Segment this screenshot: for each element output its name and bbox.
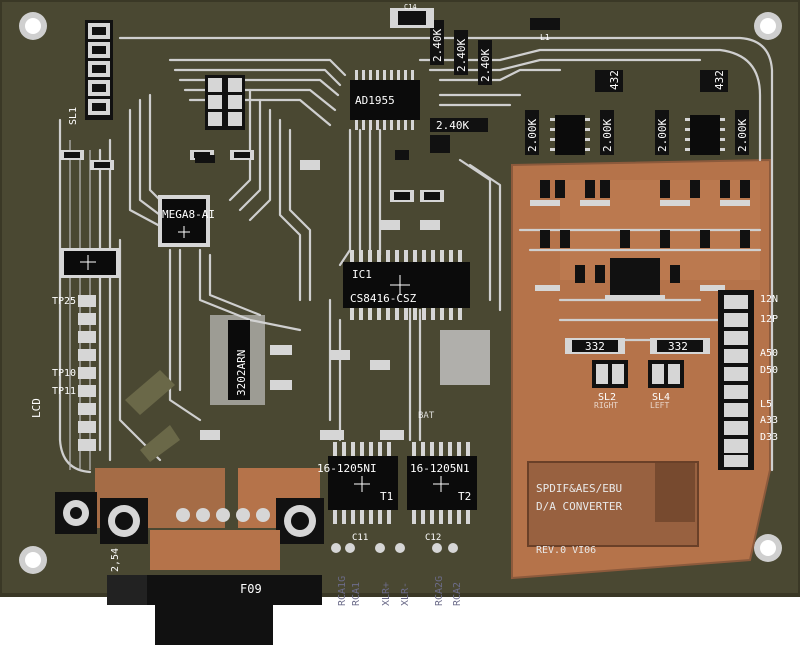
title-line-1: SPDIF&AES/EBU (536, 482, 622, 495)
connector-f09: F09 2,54 (107, 548, 322, 645)
header-pin-d50: D50 (760, 365, 778, 376)
t1-part-label: 16-1205NI (317, 462, 377, 475)
revision-label: REV.0 VI06 (536, 545, 596, 556)
res-240k-a: 2.40K (431, 29, 444, 62)
transformer-t2: 16-1205N1 T2 (407, 442, 477, 524)
smd-pads-analog (530, 200, 750, 300)
tp10-label: TP10 (52, 368, 76, 379)
c11-label: C11 (352, 533, 368, 543)
smd-components-digital (60, 135, 450, 440)
left-label: LEFT (650, 401, 669, 410)
header-pin-a33: A33 (760, 415, 778, 426)
usb-connector-pads (150, 508, 280, 570)
io-label-rca1g: RCA1G (337, 576, 348, 606)
io-label-rca2: RCA2 (452, 582, 463, 606)
res-332-a: 332 (585, 340, 605, 353)
right-label: RIGHT (594, 401, 618, 410)
header-sl1: SL1 (68, 20, 113, 125)
sl1-label: SL1 (68, 107, 79, 125)
io-label-xlr-plus: XLR+ (381, 582, 392, 606)
io-label-rca1: RCA1 (351, 582, 362, 606)
3202arn-label: 3202ARN (235, 350, 248, 396)
io-pads-bottom (331, 543, 458, 553)
io-labels-bottom: RCA1G RCA1 XLR+ XLR- RCA2G RCA2 (337, 576, 463, 606)
header-jumper-top (205, 75, 245, 130)
chip-ad1955: AD1955 (350, 70, 420, 130)
f09-label: F09 (240, 582, 262, 596)
bat-label: BAT (418, 411, 435, 421)
l1-label: L1 (540, 33, 550, 42)
res-200k-c: 2.00K (736, 119, 749, 152)
sl2-label: SL2 (598, 392, 616, 403)
title-line-2: D/A CONVERTER (536, 500, 622, 513)
res-200k-b: 2.00K (526, 119, 539, 152)
mounting-boss-left (100, 498, 148, 544)
lcd-test-points: TP25 TP10 TP11 LCD (30, 295, 96, 451)
res-240k-b: 2.40K (455, 39, 468, 72)
res-432-b: 432 (713, 70, 726, 90)
cs8416-label: CS8416-CSZ (350, 292, 417, 305)
mounting-boss-right (276, 498, 324, 544)
opamp-left-channel: 2.00K 2.00K 432 (525, 70, 623, 155)
res-200k-a: 2.00K (601, 119, 614, 152)
mounting-hole-bottom-left (19, 546, 47, 574)
mounting-hole-bottom-right (754, 534, 782, 562)
res-200k-d: 2.00K (656, 119, 669, 152)
capacitor-large-left (60, 248, 120, 278)
header-pin-12p: 12P (760, 314, 778, 325)
header-pin-l5: L5 (760, 399, 772, 410)
io-label-rca2g: RCA2G (434, 576, 445, 606)
logo-mark (655, 462, 695, 522)
c12-label: C12 (425, 533, 441, 543)
mounting-hole-top-left (19, 12, 47, 40)
smd-components-analog (540, 180, 750, 298)
ic1-ref-label: IC1 (352, 268, 372, 281)
board-title-block: SPDIF&AES/EBU D/A CONVERTER REV.0 VI06 (527, 461, 699, 556)
header-pin-a50: A50 (760, 348, 778, 359)
lcd-label: LCD (30, 398, 43, 418)
tp11-label: TP11 (52, 386, 76, 397)
resistor-group-top: 2.40K 2.40K 2.40K 2.40K C14 L1 (390, 3, 560, 132)
transformer-t1: 16-1205NI T1 (317, 442, 398, 524)
header-power-right: 12N 12P A50 D50 L5 A33 D33 (718, 290, 778, 470)
io-label-xlr-minus: XLR- (400, 582, 411, 606)
opamp-right-channel: 2.00K 2.00K 432 (655, 70, 749, 155)
jack-left (55, 492, 97, 534)
dim-254-label: 2,54 (110, 548, 121, 572)
output-section: 332 332 SL2 SL4 RIGHT LEFT (565, 338, 710, 410)
t2-ref-label: T2 (458, 490, 471, 503)
res-240k-c: 2.40K (479, 49, 492, 82)
header-pin-d33: D33 (760, 432, 778, 443)
chip-cs8416: IC1 CS8416-CSZ (343, 250, 470, 320)
res-240k-d: 2.40K (436, 119, 469, 132)
mega8-label: MEGA8-AI (162, 208, 215, 221)
tp25-label: TP25 (52, 296, 76, 307)
res-432-a: 432 (608, 70, 621, 90)
t1-ref-label: T1 (380, 490, 393, 503)
t2-part-label: 16-1205N1 (410, 462, 470, 475)
sl4-label: SL4 (652, 392, 670, 403)
chip-3202arn: 3202ARN (210, 315, 265, 405)
mounting-hole-top-right (754, 12, 782, 40)
ad1955-label: AD1955 (355, 94, 395, 107)
c14-label: C14 (404, 3, 417, 11)
header-pin-12n: 12N (760, 294, 778, 305)
res-332-b: 332 (668, 340, 688, 353)
chip-mega8: MEGA8-AI (158, 195, 215, 247)
